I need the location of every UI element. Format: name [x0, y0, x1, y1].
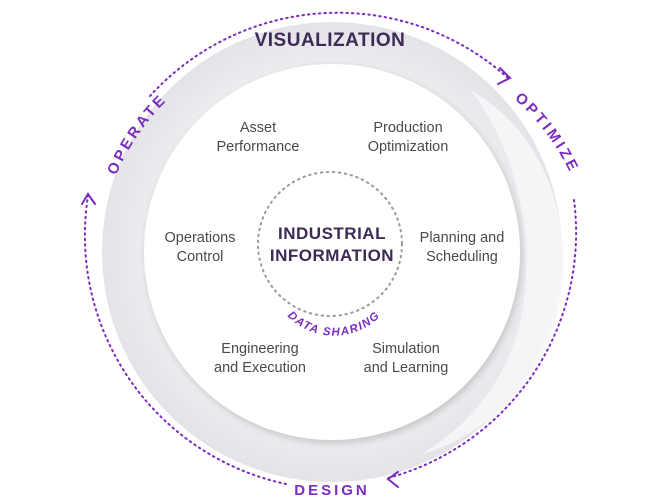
item-line: Performance: [216, 139, 299, 155]
item-line: and Learning: [364, 360, 449, 376]
center-dotted-circle: [257, 171, 403, 317]
item-engineering-execution: Engineering and Execution: [214, 341, 306, 376]
inner-disk: [144, 64, 520, 440]
arc-design-to-operate: [83, 195, 287, 485]
item-line: Control: [177, 249, 224, 265]
item-line: Operations: [165, 230, 236, 246]
item-simulation-learning: Simulation and Learning: [364, 341, 449, 376]
item-line: Optimization: [368, 139, 449, 155]
center-title-line: INFORMATION: [270, 246, 394, 265]
item-line: Scheduling: [426, 249, 498, 265]
design-label: DESIGN: [294, 482, 370, 498]
item-production-optimization: Production Optimization: [368, 120, 449, 155]
center-title-line: INDUSTRIAL: [278, 224, 386, 243]
item-asset-performance: Asset Performance: [216, 120, 299, 155]
item-line: Simulation: [372, 341, 440, 357]
arrowhead-operate: [81, 192, 96, 205]
arc-visualization-to-optimize: [149, 11, 509, 97]
visualization-label: VISUALIZATION: [255, 30, 406, 51]
item-planning-scheduling: Planning and Scheduling: [420, 230, 505, 265]
item-line: Engineering: [221, 341, 298, 357]
item-line: Planning and: [420, 230, 505, 246]
ring-highlight: [420, 90, 564, 455]
item-line: Asset: [240, 120, 276, 136]
arrowhead-optimize: [497, 67, 512, 85]
item-line: and Execution: [214, 360, 306, 376]
item-line: Production: [373, 120, 442, 136]
arc-optimize-to-design: [387, 199, 578, 479]
arrowhead-design: [386, 471, 399, 488]
item-operations-control: Operations Control: [165, 230, 236, 265]
